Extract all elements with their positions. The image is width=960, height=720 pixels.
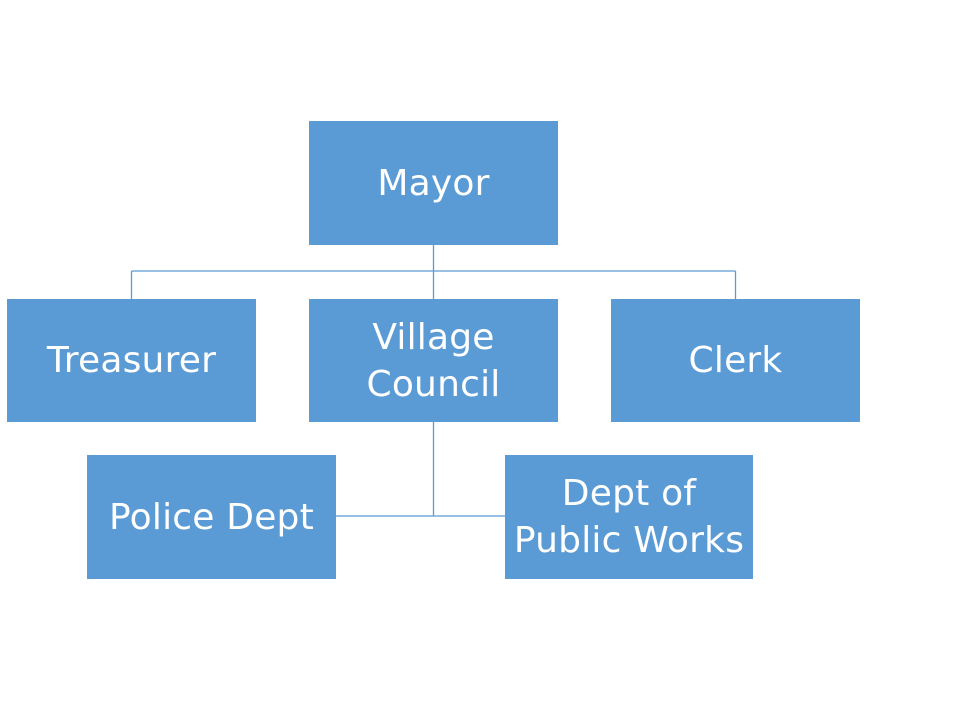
village-council-label-line-1: Village [372, 316, 495, 358]
public-works-box: Dept of Public Works [505, 455, 753, 579]
treasurer-box: Treasurer [7, 299, 256, 422]
mayor-label: Mayor [377, 160, 489, 207]
village-council-label-line-2: Council [366, 363, 501, 405]
public-works-label: Dept of Public Works [514, 470, 744, 564]
police-dept-box: Police Dept [87, 455, 336, 579]
public-works-label-line-2: Public Works [513, 520, 745, 561]
clerk-box: Clerk [611, 299, 860, 422]
mayor-box: Mayor [309, 121, 558, 245]
village-council-label: Village Council [367, 314, 501, 408]
treasurer-label: Treasurer [47, 337, 216, 384]
public-works-label-line-1: Dept of [561, 473, 697, 514]
clerk-label-line-1: Clerk [688, 340, 783, 381]
police-dept-label-line-1: Police Dept [109, 496, 314, 538]
mayor-label-line-1: Mayor [377, 162, 490, 204]
police-dept-label: Police Dept [109, 494, 314, 541]
clerk-label: Clerk [689, 337, 783, 384]
village-council-box: Village Council [309, 299, 558, 422]
treasurer-label-line-1: Treasurer [46, 340, 217, 381]
